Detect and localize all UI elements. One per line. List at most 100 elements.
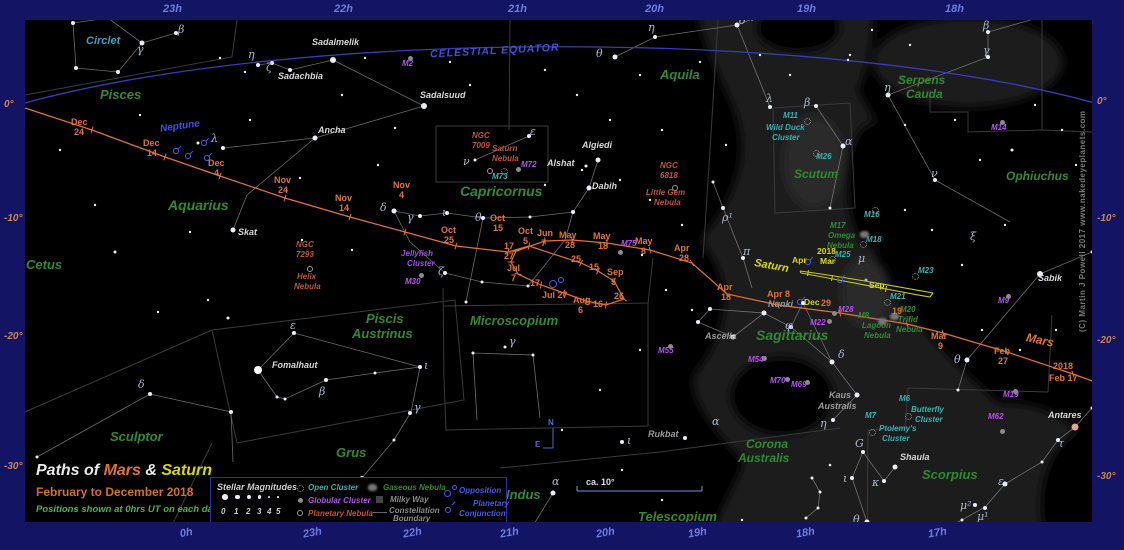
- mars-date: 7: [511, 273, 517, 283]
- mars-date: Oct: [441, 225, 457, 235]
- mars-date: 14: [147, 148, 158, 158]
- star-name: Algiedi: [582, 140, 613, 150]
- magnitude-dot-5: [277, 496, 279, 498]
- gn-symbol: [878, 318, 887, 325]
- mars-date: 7: [541, 238, 547, 248]
- gc-symbol: [1000, 120, 1005, 125]
- dso-label: M72: [521, 160, 537, 169]
- constellation-label: Capricornus: [460, 183, 543, 199]
- scale-bar-label: ca. 10°: [586, 477, 615, 487]
- opposition-icon-2: [452, 485, 457, 490]
- greek-letter: ι: [843, 472, 848, 485]
- legend-planetary-conjunction-1: Planetary: [473, 499, 510, 508]
- greek-letter: α: [712, 415, 720, 428]
- mars-date: Feb 17: [1049, 373, 1078, 383]
- dso-label: Cluster: [407, 259, 435, 268]
- dso-label: NGC: [296, 240, 314, 249]
- magnitude-value: 3: [257, 507, 262, 516]
- dso-label: Helix: [297, 272, 317, 281]
- mars-date: 18: [598, 241, 609, 251]
- mars-date: 24: [74, 127, 85, 137]
- title-mars: Mars: [103, 462, 141, 479]
- legend-open-cluster: Open Cluster: [308, 483, 359, 492]
- globular-cluster-icon: [298, 498, 303, 503]
- magnitude-value: 2: [246, 507, 251, 516]
- greek-letter: γ: [983, 44, 990, 57]
- constellation-label: Austrinus: [352, 326, 413, 341]
- mars-date: 17: [504, 241, 515, 251]
- mars-date: 25: [444, 235, 455, 245]
- star-name: Nunki: [768, 299, 794, 309]
- constellation-label: Aquila: [660, 67, 700, 82]
- mars-date: 4: [214, 168, 220, 178]
- milky-way-icon: [376, 496, 383, 503]
- mars-date: 28: [679, 253, 690, 263]
- dso-label: Trifid: [898, 315, 918, 324]
- dso-label: M11: [783, 111, 798, 120]
- mars-date: 26: [614, 291, 625, 301]
- greek-letter: ε: [998, 475, 1004, 488]
- dso-label: Nebula: [864, 331, 891, 340]
- oc-symbol: [869, 429, 876, 436]
- border-bottom: [0, 522, 1124, 550]
- constellation-label: Circlet: [86, 35, 121, 47]
- saturn-date: Dec: [804, 297, 820, 307]
- saturn-date: Mar: [820, 256, 836, 266]
- dso-label: M20: [900, 305, 916, 314]
- greek-letter: γ: [137, 43, 144, 56]
- mars-date: May: [559, 230, 577, 240]
- hour-label-bottom: 0h: [178, 525, 194, 541]
- mars-date: Feb: [994, 346, 1011, 356]
- magnitude-dot-4: [268, 495, 271, 499]
- constellation-label: Cetus: [26, 257, 63, 272]
- mars-date: 8: [641, 246, 647, 256]
- star-name: Fomalhaut: [272, 360, 318, 370]
- dso-label: NGC: [660, 161, 678, 170]
- greek-letter: μ²: [960, 499, 972, 512]
- dso-label: M73: [492, 172, 508, 181]
- oc-symbol: [872, 207, 879, 214]
- dso-label: Little Gem: [646, 188, 686, 197]
- legend-planetary-conjunction-2: Conjunction: [459, 509, 506, 518]
- greek-letter: ι: [627, 434, 632, 447]
- dso-label: Wild Duck: [766, 123, 805, 132]
- magnitude-dot-1: [235, 494, 240, 500]
- dso-label: M17: [830, 221, 846, 230]
- constellation-label: Scorpius: [922, 467, 978, 482]
- greek-letter: ν: [931, 167, 938, 180]
- dso-label: 6818: [660, 171, 678, 180]
- pn-symbol: [307, 266, 313, 272]
- declination-label-left: 0°: [4, 99, 14, 110]
- star-name: Rukbat: [648, 429, 679, 439]
- gc-symbol: [1013, 389, 1018, 394]
- greek-letter: β: [804, 96, 811, 109]
- oc-symbol: [804, 118, 811, 125]
- open-cluster-icon: [297, 485, 304, 492]
- constellation-label: Grus: [336, 445, 367, 460]
- greek-letter: γ: [407, 211, 414, 224]
- mars-date: Nov: [274, 175, 292, 185]
- oc-symbol: [905, 413, 912, 420]
- legend-constellation-boundary-1: Constellation: [389, 506, 440, 515]
- dso-label: M25: [835, 250, 851, 259]
- declination-label-right: 0°: [1097, 96, 1107, 107]
- magnitude-value: 0: [221, 507, 226, 516]
- chart-note: Positions shown at 0hrs UT on each date: [36, 504, 222, 515]
- title-amp: &: [140, 462, 162, 479]
- constellation-label: Microscopium: [470, 313, 559, 328]
- greek-letter: θ: [596, 47, 603, 60]
- mars-date: 27: [998, 356, 1009, 366]
- oc-symbol: [884, 299, 891, 306]
- greek-letter: β: [319, 385, 326, 398]
- dso-label: Saturn: [492, 144, 518, 153]
- greek-letter: γ: [414, 401, 421, 414]
- greek-letter: τ: [1058, 437, 1065, 450]
- mars-date: 15: [589, 262, 600, 272]
- constellation-boundary-icon: [373, 512, 387, 513]
- mars-date: 24: [278, 185, 289, 195]
- dso-label: M19: [1003, 390, 1019, 399]
- star-name: Antares: [1048, 410, 1082, 420]
- constellation-label: Serpens: [898, 73, 946, 87]
- dso-label: M16: [864, 210, 880, 219]
- gc-symbol: [1000, 429, 1005, 434]
